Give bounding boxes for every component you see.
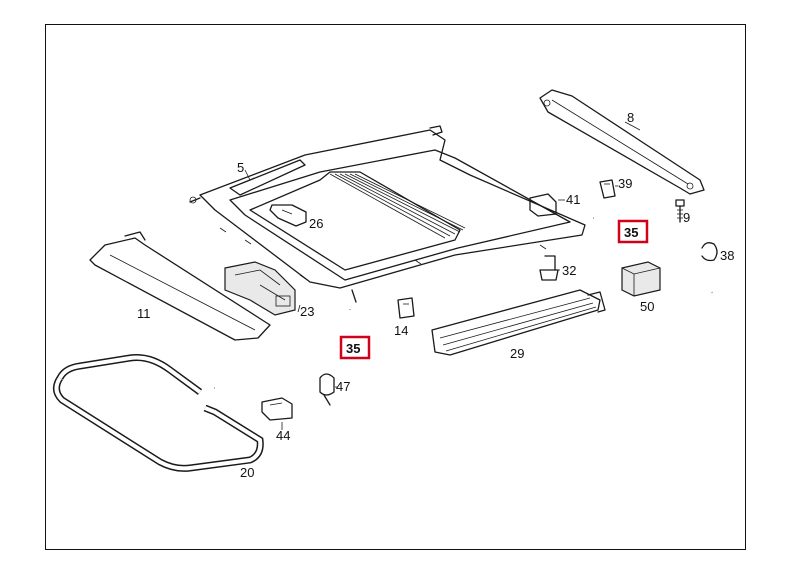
label-part-26: 26	[309, 216, 323, 231]
part-50-block	[621, 261, 661, 297]
leader-lines	[244, 121, 641, 430]
part-20-seal	[53, 354, 264, 472]
label-part-8: 8	[627, 110, 634, 125]
label-part-23: 23	[300, 304, 314, 319]
label-part-39: 39	[618, 176, 632, 191]
label-part-50: 50	[640, 299, 654, 314]
part-9-screw	[675, 199, 685, 223]
part-23-motor	[224, 261, 296, 316]
label-part-38: 38	[720, 248, 734, 263]
part-35-highlight-box-left	[339, 335, 371, 360]
label-part-32: 32	[562, 263, 576, 278]
label-part-9: 9	[683, 210, 690, 225]
label-part-11: 11	[137, 306, 151, 321]
part-14-clip	[397, 297, 415, 319]
part-44-clip	[261, 397, 293, 421]
part-35-left-hose	[214, 289, 357, 390]
sunroof-frame	[189, 125, 586, 289]
part-35-highlight-box-right	[617, 219, 649, 244]
part-8-rear-rail	[539, 89, 705, 195]
part-11-deflector	[89, 231, 271, 341]
label-part-14: 14	[394, 323, 408, 338]
label-part-20: 20	[240, 465, 254, 480]
part-35-right-hose	[593, 213, 714, 293]
part-41-bracket	[529, 193, 557, 217]
label-part-44: 44	[276, 428, 290, 443]
part-26-bracket	[269, 204, 307, 227]
label-part-29: 29	[510, 346, 524, 361]
diagram-frame	[45, 24, 746, 550]
label-part-47: 47	[336, 379, 350, 394]
part-32-bolt	[539, 255, 559, 281]
part-39-clip	[599, 179, 616, 199]
label-part-35-left: 35	[346, 341, 360, 356]
part-38-clip	[701, 242, 718, 262]
part-29-guide-rail	[431, 289, 606, 356]
label-part-35-right: 35	[624, 225, 638, 240]
label-part-41: 41	[566, 192, 580, 207]
label-part-5: 5	[237, 160, 244, 175]
part-47-grommet	[319, 373, 335, 406]
